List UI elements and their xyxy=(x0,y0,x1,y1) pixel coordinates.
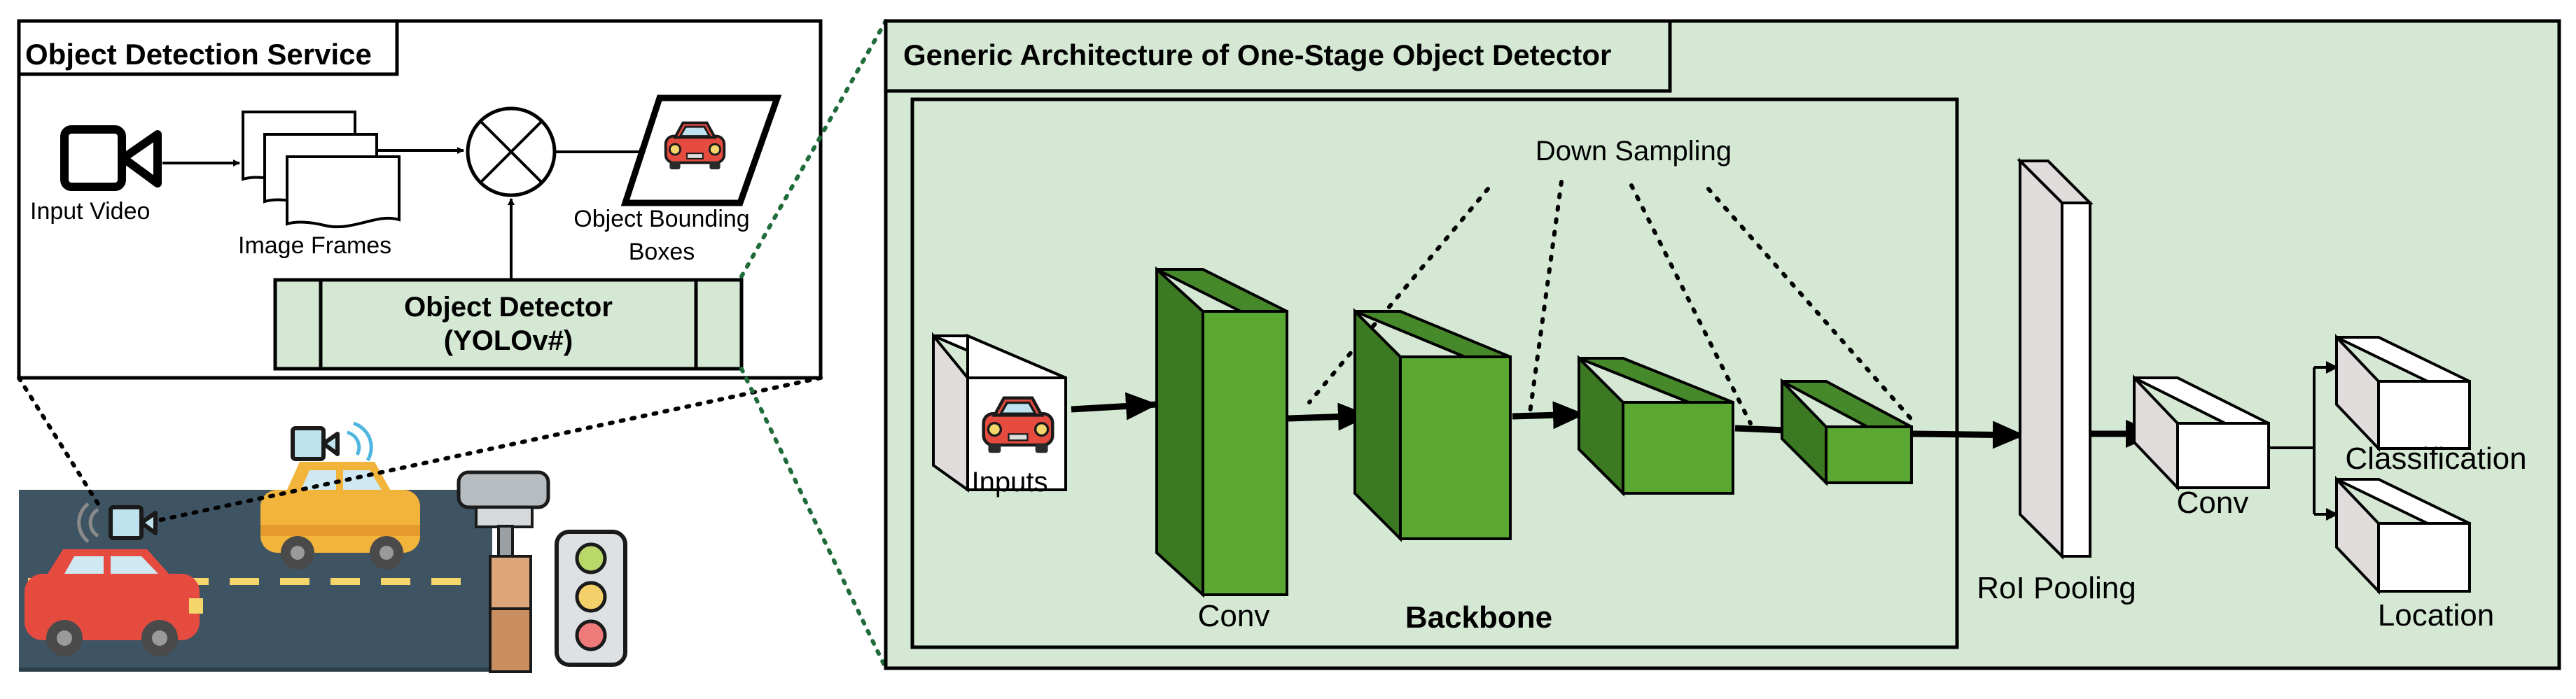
object-detector-box xyxy=(273,278,744,371)
inputs-cube xyxy=(932,332,1067,493)
document-stack-icon xyxy=(242,111,401,229)
roi-pooling-slab xyxy=(2017,157,2094,560)
circle-cross-icon xyxy=(466,106,557,197)
classification-cube xyxy=(2335,334,2471,452)
architecture-panel-title: Generic Architecture of One-Stage Object… xyxy=(903,38,1611,71)
cctv-camera-icon xyxy=(457,470,550,673)
video-camera-icon xyxy=(291,421,373,462)
conv-label: Conv xyxy=(1198,599,1270,633)
architecture-panel: Generic Architecture of One-Stage Object… xyxy=(884,19,2561,670)
location-cube xyxy=(2335,476,2471,595)
video-camera-icon xyxy=(77,502,158,543)
input-video-label: Input Video xyxy=(30,198,150,225)
backbone-cube-1 xyxy=(1353,308,1512,542)
head-branch-connectors xyxy=(2269,361,2339,521)
traffic-light-icon xyxy=(555,530,627,667)
down-sampling-lines xyxy=(1307,180,1917,425)
conv-cube xyxy=(1155,266,1288,598)
location-label: Location xyxy=(2378,598,2494,633)
car-bounding-box-icon xyxy=(620,94,782,206)
bbox-label-line1: Object Bounding xyxy=(573,206,749,232)
head-conv-label: Conv xyxy=(2177,486,2249,520)
head-conv-cube xyxy=(2133,374,2270,491)
object-detection-service-panel: Object Detection Service Input Video Ima… xyxy=(17,19,823,380)
backbone-label: Backbone xyxy=(1405,600,1552,635)
object-detector-label: Object Detector xyxy=(404,292,613,323)
down-sampling-label: Down Sampling xyxy=(1536,136,1732,167)
image-frames-label: Image Frames xyxy=(238,232,391,259)
connector-lines xyxy=(17,19,888,670)
service-panel-title: Object Detection Service xyxy=(25,38,372,71)
inputs-label: Inputs xyxy=(972,467,1048,497)
classification-label: Classification xyxy=(2345,442,2526,476)
red-car-icon xyxy=(25,549,203,656)
video-camera-icon xyxy=(60,125,162,191)
traffic-scene-illustration xyxy=(19,421,627,673)
backbone-cube-3 xyxy=(1781,378,1913,486)
backbone-cube-2 xyxy=(1578,355,1734,497)
roi-pooling-label: RoI Pooling xyxy=(1977,571,2136,605)
object-detector-model-label: (YOLOv#) xyxy=(444,325,573,356)
bbox-label-line2: Boxes xyxy=(629,239,695,265)
